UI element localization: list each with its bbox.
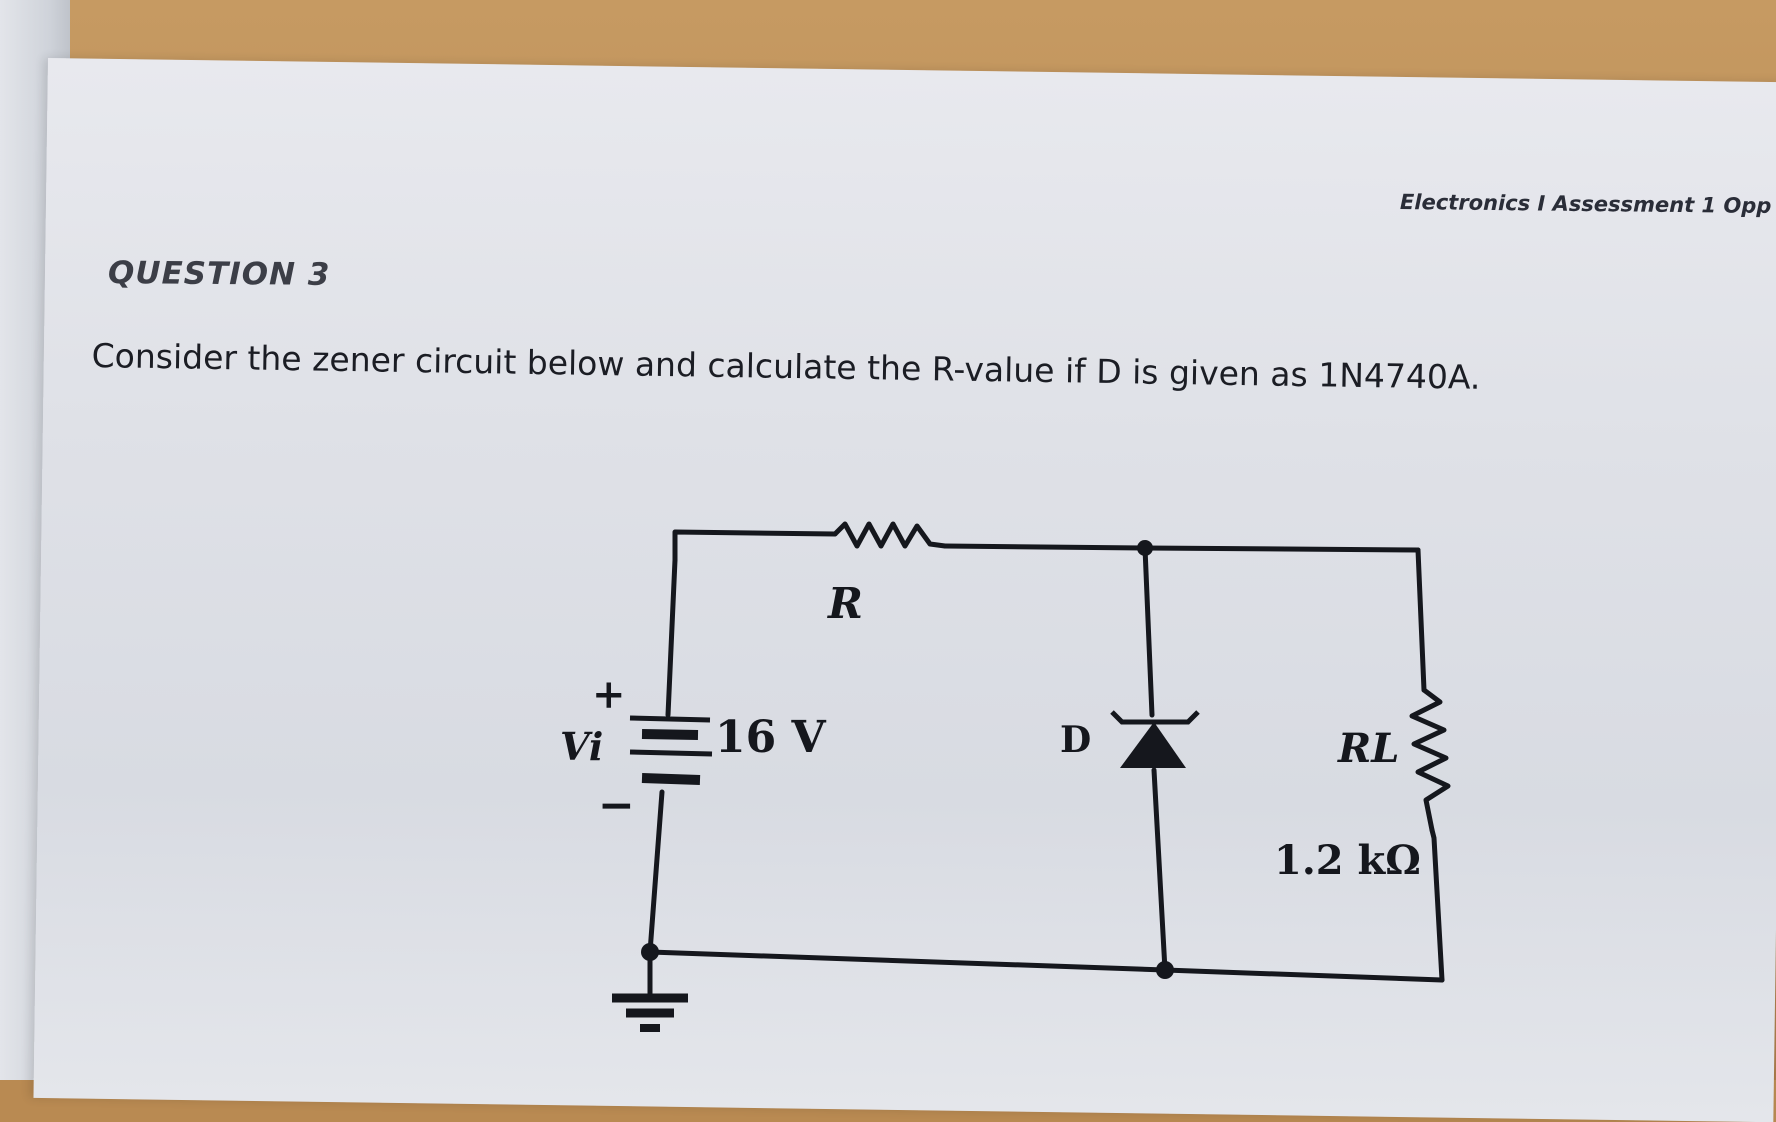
source-vi-label: Vi xyxy=(560,724,603,769)
battery-plate-2 xyxy=(641,729,699,740)
source-minus-label: − xyxy=(598,780,635,831)
load-value-label: 1.2 kΩ xyxy=(1274,837,1421,884)
wire-right-top xyxy=(1415,547,1427,693)
source-plus-label: + xyxy=(592,671,626,718)
wire-top-right xyxy=(942,543,1421,553)
node-top xyxy=(1137,540,1153,556)
wire-left-top xyxy=(665,557,678,718)
node-bottom-left xyxy=(641,943,659,961)
wire-right-bottom xyxy=(1429,827,1445,983)
node-bottom-zener xyxy=(1156,961,1174,979)
resistor-r-label: R xyxy=(827,579,863,628)
wire-left-bottom xyxy=(647,789,665,998)
wire-top-left xyxy=(672,529,838,563)
battery-plate-3 xyxy=(629,749,713,757)
zener-diode xyxy=(1110,710,1200,768)
wire-bottom xyxy=(647,949,1445,983)
load-rl-label: RL xyxy=(1337,725,1399,772)
ground-icon xyxy=(612,993,688,1032)
battery-plate-1 xyxy=(629,715,711,723)
battery-plate-4 xyxy=(641,773,701,785)
wire-zener-lower xyxy=(1151,767,1168,973)
zener-circuit-diagram: R + Vi − 16 V D RL 1.2 kΩ xyxy=(560,521,1451,1032)
wire-zener xyxy=(1142,545,1155,718)
resistor-rl xyxy=(1409,687,1451,833)
zener-d-label: D xyxy=(1060,719,1091,761)
source-voltage-label: 16 V xyxy=(715,712,827,763)
resistor-r xyxy=(832,521,948,549)
